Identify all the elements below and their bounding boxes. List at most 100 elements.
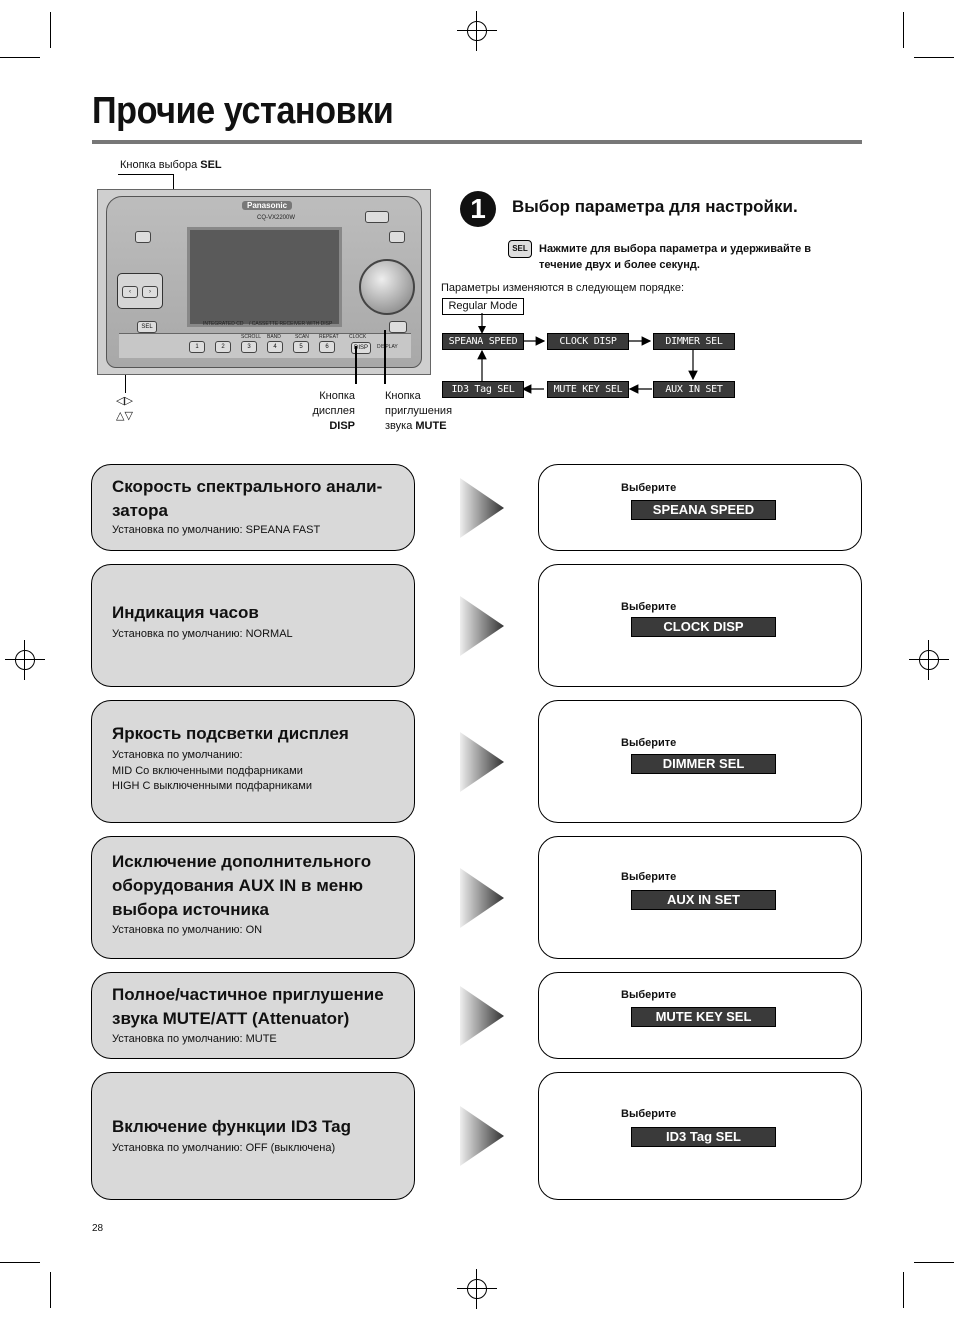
arrow-right-icon: [460, 986, 504, 1046]
arrow-right-icon: [460, 478, 504, 538]
display-readout: MUTE KEY SEL: [631, 1007, 776, 1027]
model-label: CQ-VX2200W: [257, 215, 295, 221]
arrow-right-icon: [460, 596, 504, 656]
order-text: Параметры изменяются в следующем порядке…: [441, 282, 684, 294]
result-box-mute: Выберите MUTE KEY SEL: [538, 972, 862, 1059]
sel-key-icon: SEL: [508, 240, 532, 258]
flow-item: MUTE KEY SEL: [547, 381, 629, 398]
display-readout: ID3 Tag SEL: [631, 1127, 776, 1147]
setting-title: Скорость спектрального анали-затора: [112, 475, 402, 523]
registration-mark: [463, 1275, 491, 1303]
flow-item: CLOCK DISP: [547, 333, 629, 350]
result-box-aux: Выберите AUX IN SET: [538, 836, 862, 959]
registration-mark: [463, 17, 491, 45]
result-box-spectrum: Выберите SPEANA SPEED: [538, 464, 862, 551]
step-instruction: Нажмите для выбора параметра и удерживай…: [539, 241, 829, 273]
registration-mark: [11, 646, 39, 674]
step-number: 1: [460, 191, 496, 227]
preset-button: 1: [189, 341, 205, 353]
crop-mark: [914, 1262, 954, 1263]
crop-mark: [50, 1272, 51, 1308]
setting-default: Установка по умолчанию: MID Со включенны…: [112, 748, 407, 795]
radio-button: [365, 211, 389, 223]
display-readout: AUX IN SET: [631, 890, 776, 910]
preset-label: BAND: [267, 334, 281, 340]
callout-line: [125, 375, 126, 393]
preset-button: 3: [241, 341, 257, 353]
arrow-right-icon: [460, 868, 504, 928]
preset-label: SCAN: [295, 334, 309, 340]
flow-item: ID3 Tag SEL: [442, 381, 524, 398]
display-readout: DIMMER SEL: [631, 754, 776, 774]
setting-default: Установка по умолчанию: SPEANA FAST: [112, 523, 407, 539]
result-box-clock: Выберите CLOCK DISP: [538, 564, 862, 687]
radio-button: [389, 231, 405, 243]
preset-label: SCROLL: [241, 334, 261, 340]
display-readout: CLOCK DISP: [631, 617, 776, 637]
arrow-right-icon: [460, 732, 504, 792]
preset-button: 6: [319, 341, 335, 353]
disp-callout: Кнопка дисплея DISP: [300, 389, 355, 434]
callout-line: [355, 346, 357, 384]
callout-line: [384, 330, 386, 384]
page-number: 28: [92, 1223, 103, 1234]
sel-key: SEL: [137, 321, 157, 333]
title-rule: [92, 140, 862, 144]
callout-line: [118, 174, 174, 175]
preset-label: CLOCK: [349, 334, 366, 340]
radio-button: [135, 231, 151, 243]
choose-label: Выберите: [621, 1108, 676, 1120]
display-readout: SPEANA SPEED: [631, 500, 776, 520]
disp-key: DISP: [351, 342, 371, 354]
setting-default: Установка по умолчанию: OFF (выключена): [112, 1141, 407, 1157]
setting-box-aux: Исключение дополнительного оборудования …: [91, 836, 415, 959]
choose-label: Выберите: [621, 989, 676, 1001]
preset-label: REPEAT: [319, 334, 339, 340]
setting-title: Яркость подсветки дисплея: [112, 722, 402, 746]
sel-callout: Кнопка выбора SEL: [120, 158, 222, 173]
setting-box-dimmer: Яркость подсветки дисплея Установка по у…: [91, 700, 415, 823]
panel-text: / CASSETTE RECEIVER WITH DISP: [249, 321, 332, 327]
crop-mark: [50, 12, 51, 48]
crop-mark: [0, 1262, 40, 1263]
choose-label: Выберите: [621, 871, 676, 883]
display-label: DISPLAY: [377, 344, 398, 350]
preset-strip: 1 2 3 4 5 6 SCROLL BAND SCAN REPEAT CLOC…: [119, 333, 411, 358]
preset-button: 2: [215, 341, 231, 353]
crop-mark: [0, 57, 40, 58]
result-box-dimmer: Выберите DIMMER SEL: [538, 700, 862, 823]
radio-front-panel: Panasonic CQ-VX2200W ‹ › SEL INTEGRATED …: [97, 189, 431, 375]
choose-label: Выберите: [621, 601, 676, 613]
result-box-id3: Выберите ID3 Tag SEL: [538, 1072, 862, 1200]
step-heading: Выбор параметра для настройки.: [512, 197, 798, 217]
setting-title: Исключение дополнительного оборудования …: [112, 850, 402, 922]
setting-title: Индикация часов: [112, 601, 402, 625]
setting-title: Включение функции ID3 Tag: [112, 1115, 402, 1139]
setting-default: Установка по умолчанию: ON: [112, 923, 407, 939]
arrow-keys-label: ◁▷△▽: [116, 394, 133, 424]
crop-mark: [914, 57, 954, 58]
crop-mark: [903, 1272, 904, 1308]
panel-text: INTEGRATED CD: [203, 321, 243, 327]
flow-item: AUX IN SET: [653, 381, 735, 398]
setting-box-clock: Индикация часов Установка по умолчанию: …: [91, 564, 415, 687]
registration-mark: [915, 646, 943, 674]
setting-title: Полное/частичное приглушение звука MUTE/…: [112, 983, 402, 1031]
page-title: Прочие установки: [92, 90, 393, 133]
choose-label: Выберите: [621, 482, 676, 494]
setting-box-spectrum: Скорость спектрального анали-затора Уста…: [91, 464, 415, 551]
setting-box-id3: Включение функции ID3 Tag Установка по у…: [91, 1072, 415, 1200]
choose-label: Выберите: [621, 737, 676, 749]
direction-pad: ‹ ›: [117, 273, 163, 309]
setting-default: Установка по умолчанию: MUTE: [112, 1032, 407, 1048]
setting-box-mute: Полное/частичное приглушение звука MUTE/…: [91, 972, 415, 1059]
radio-display-screen: [187, 227, 342, 327]
flow-item: SPEANA SPEED: [442, 333, 524, 350]
mute-key: [389, 321, 407, 333]
crop-mark: [903, 12, 904, 48]
arrow-right-icon: [460, 1106, 504, 1166]
volume-knob: [359, 259, 415, 315]
brand-logo: Panasonic: [242, 201, 292, 210]
flow-item: DIMMER SEL: [653, 333, 735, 350]
setting-default: Установка по умолчанию: NORMAL: [112, 627, 407, 643]
